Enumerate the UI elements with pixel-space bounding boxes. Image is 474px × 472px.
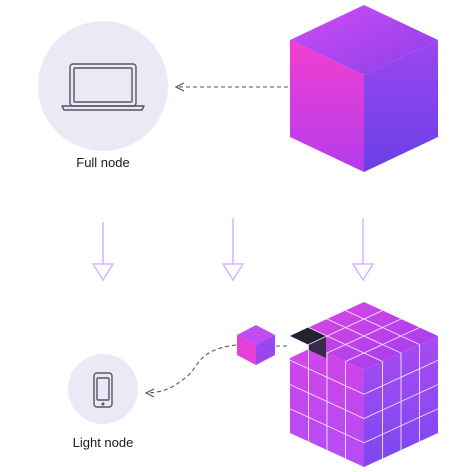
down-arrow-right <box>351 218 375 282</box>
cube-grid-line <box>363 384 439 419</box>
full-node <box>38 21 168 151</box>
partial-blockchain-cube <box>289 302 439 467</box>
cube-grid-line <box>345 327 420 362</box>
cube-grid-line <box>363 408 439 444</box>
down-arrow-left <box>91 222 115 282</box>
full-node-circle <box>38 21 168 151</box>
blockchain-cube <box>290 5 438 172</box>
light-node <box>68 354 138 424</box>
full-node-label: Full node <box>76 155 130 170</box>
light-node-label: Light node <box>72 435 134 450</box>
cube-grid-line <box>345 310 420 345</box>
phone-icon <box>93 372 113 408</box>
cube-grid-line <box>289 408 365 444</box>
block-fragment-cube <box>237 325 275 365</box>
laptop-icon <box>61 63 145 111</box>
cube-grid-line <box>326 318 402 354</box>
sync-arrow-light <box>144 344 306 398</box>
cube-grid-line <box>289 384 365 419</box>
light-node-circle <box>68 354 138 424</box>
sync-arrow-full <box>174 82 288 92</box>
down-arrow-middle <box>221 218 245 282</box>
